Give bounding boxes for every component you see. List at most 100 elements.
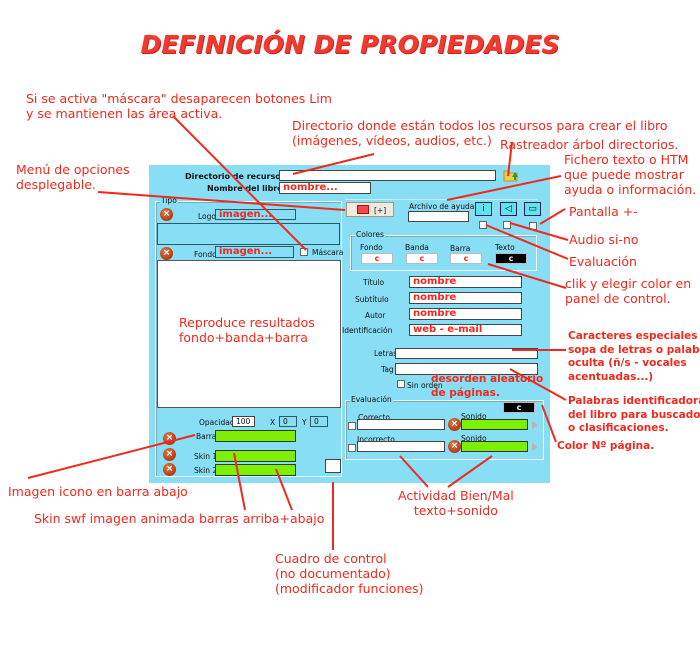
incorrecto-sound-input[interactable] bbox=[461, 441, 528, 452]
page-title: DEFINICIÓN DE PROPIEDADES bbox=[140, 30, 560, 59]
menu-options-label: [+] bbox=[374, 206, 387, 215]
nombre-input[interactable]: nombre... bbox=[279, 182, 371, 194]
skin2-label: Skin 2 bbox=[194, 466, 218, 475]
annotation-line: (no documentado) bbox=[275, 566, 391, 581]
page-color-swatch[interactable]: c bbox=[503, 402, 535, 413]
incorrecto-sound-remove-button[interactable]: × bbox=[448, 440, 461, 453]
annotation-skin: Skin swf imagen animada barras arriba+ab… bbox=[34, 511, 325, 526]
info-icon: i bbox=[482, 204, 485, 214]
audio-icon-button[interactable]: ◁ bbox=[500, 202, 517, 216]
annotation-caracteres: Caracteres especiales en sopa de letras … bbox=[568, 330, 700, 384]
skin2-input[interactable] bbox=[215, 464, 296, 476]
identificacion-label: Identificación bbox=[342, 326, 393, 335]
color-barra-swatch[interactable]: c bbox=[450, 253, 482, 264]
annotation-line: panel de control. bbox=[565, 291, 671, 306]
titulo-label: Título bbox=[363, 278, 385, 287]
letras-label: Letras bbox=[374, 349, 398, 358]
y-input[interactable]: 0 bbox=[310, 416, 328, 427]
annotation-line: Palabras identificadoras bbox=[568, 395, 700, 407]
annotation-line: Si se activa "máscara" desaparecen boton… bbox=[26, 91, 332, 106]
correcto-input[interactable] bbox=[357, 419, 445, 430]
incorrecto-input[interactable] bbox=[357, 441, 445, 452]
y-label: Y bbox=[302, 418, 307, 427]
directorio-label: Directorio de recursos bbox=[185, 172, 286, 181]
identificacion-input[interactable]: web - e-mail bbox=[409, 324, 522, 336]
barra-remove-button[interactable]: × bbox=[163, 432, 176, 445]
menu-options-button[interactable]: [+] bbox=[346, 202, 394, 217]
annotation-evaluacion: Evaluación bbox=[569, 254, 637, 269]
autor-input[interactable]: nombre bbox=[409, 308, 522, 320]
correcto-sound-remove-button[interactable]: × bbox=[448, 418, 461, 431]
skin2-remove-button[interactable]: × bbox=[163, 463, 176, 476]
barra-label: Barra bbox=[196, 432, 217, 441]
fondo-input[interactable]: imagen... bbox=[215, 246, 294, 258]
folder-icon bbox=[357, 205, 369, 214]
control-box[interactable] bbox=[325, 459, 341, 473]
sin-orden-checkbox[interactable] bbox=[397, 380, 405, 388]
color-banda-swatch[interactable]: c bbox=[406, 253, 438, 264]
opacidad-input[interactable]: 100 bbox=[232, 416, 255, 427]
annotation-line: (imágenes, vídeos, audios, etc.) bbox=[292, 133, 492, 148]
archivo-ayuda-label: Archivo de ayuda bbox=[409, 202, 475, 211]
annotation-line: clik y elegir color en bbox=[565, 276, 692, 291]
skin1-input[interactable] bbox=[215, 450, 296, 462]
properties-panel: Directorio de recursos Nombre del libro … bbox=[149, 165, 550, 483]
correcto-sound-input[interactable] bbox=[461, 419, 528, 430]
audio-checkbox[interactable] bbox=[503, 221, 511, 229]
annotation-actividad: Actividad Bien/Mal texto+sonido bbox=[398, 488, 514, 518]
color-texto-label: Texto bbox=[495, 243, 515, 252]
directorio-input[interactable] bbox=[279, 170, 496, 181]
logo-preview bbox=[157, 223, 340, 245]
autor-label: Autor bbox=[365, 311, 386, 320]
mascara-checkbox[interactable] bbox=[300, 248, 308, 256]
annotation-cuadro: Cuadro de control (no documentado) (modi… bbox=[275, 551, 423, 596]
annotation-line: texto+sonido bbox=[413, 503, 498, 518]
color-banda-label: Banda bbox=[405, 243, 429, 252]
letras-input[interactable] bbox=[395, 348, 538, 359]
annotation-line: Cuadro de control bbox=[275, 551, 387, 566]
annotation-line: sopa de letras o palabra bbox=[568, 343, 700, 356]
evaluacion-checkbox[interactable] bbox=[479, 221, 487, 229]
archivo-ayuda-input[interactable] bbox=[408, 211, 469, 222]
logo-remove-button[interactable]: × bbox=[160, 208, 173, 221]
incorrecto-checkbox[interactable] bbox=[348, 444, 356, 452]
barra-input[interactable] bbox=[215, 430, 296, 442]
divider bbox=[345, 199, 537, 200]
color-fondo-swatch[interactable]: c bbox=[361, 253, 393, 264]
colores-label: Colores bbox=[355, 230, 385, 239]
annotation-directorio: Directorio donde están todos los recurso… bbox=[292, 118, 668, 148]
sin-orden-label: Sin orden bbox=[407, 381, 443, 390]
nombre-label: Nombre del libro bbox=[207, 184, 283, 193]
info-icon-button[interactable]: i bbox=[475, 202, 492, 216]
annotation-line: Fichero texto o HTM bbox=[564, 152, 689, 167]
annotation-line: (modificador funciones) bbox=[275, 581, 424, 596]
subtitulo-input[interactable]: nombre bbox=[409, 292, 522, 304]
annotation-line: del libro para buscadores bbox=[568, 408, 700, 421]
incorrecto-label: Incorrecto bbox=[357, 435, 395, 444]
annotation-line: o clasificaciones. bbox=[568, 422, 669, 434]
logo-input[interactable]: imagen... bbox=[215, 209, 296, 220]
annotation-line: Caracteres especiales en bbox=[568, 330, 700, 342]
annotation-audio: Audio si-no bbox=[569, 232, 639, 247]
screen-icon-button[interactable]: ▭ bbox=[524, 202, 541, 216]
skin1-remove-button[interactable]: × bbox=[163, 448, 176, 461]
incorrecto-play-icon[interactable] bbox=[532, 443, 538, 451]
logo-label: Logo bbox=[198, 212, 216, 221]
annotation-line: que puede mostrar bbox=[564, 167, 684, 182]
titulo-input[interactable]: nombre bbox=[409, 276, 522, 288]
annotation-color: clik y elegir color en panel de control. bbox=[565, 276, 691, 306]
x-input[interactable]: 0 bbox=[279, 416, 297, 427]
folder-browse-icon[interactable] bbox=[503, 167, 519, 182]
correcto-play-icon[interactable] bbox=[532, 421, 538, 429]
pantalla-checkbox[interactable] bbox=[529, 222, 537, 230]
annotation-pantalla: Pantalla +- bbox=[569, 204, 638, 219]
annotation-palabras: Palabras identificadoras del libro para … bbox=[568, 395, 700, 436]
fondo-remove-button[interactable]: × bbox=[160, 247, 173, 260]
speaker-icon: ◁ bbox=[505, 204, 512, 214]
subtitulo-label: Subtítulo bbox=[355, 295, 389, 304]
annotation-imagen-icono: Imagen icono en barra abajo bbox=[8, 484, 188, 499]
color-texto-swatch[interactable]: c bbox=[495, 253, 527, 264]
annotation-line: Menú de opciones bbox=[16, 162, 130, 177]
annotation-line: Reproduce resultados bbox=[179, 315, 315, 330]
correcto-checkbox[interactable] bbox=[348, 422, 356, 430]
